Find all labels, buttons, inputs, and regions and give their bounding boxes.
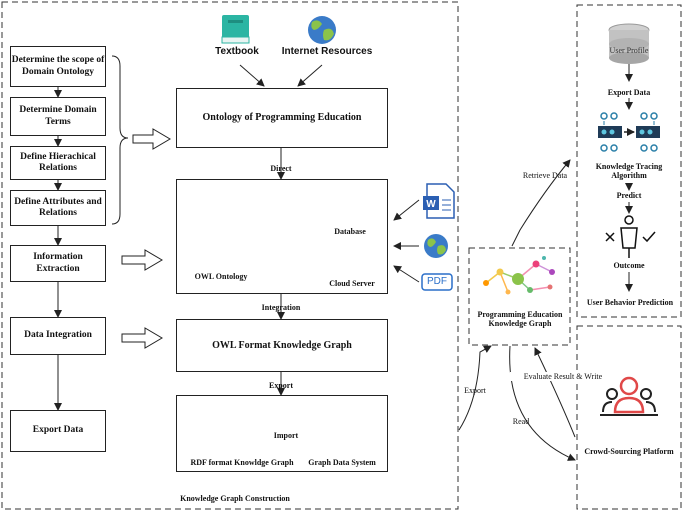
sources-box (176, 179, 388, 294)
step-export-label: Export Data (32, 425, 84, 436)
internet-label: Internet Resources (281, 46, 373, 57)
step-terms-label: Determine Domain Terms (19, 105, 97, 127)
step-attributes-label: Define Attributes and Relations (14, 196, 102, 218)
curve-retrieve (511, 159, 571, 247)
retrieve-label: Retrieve Data (522, 171, 568, 180)
step-relations: Define Hierachical Relations (10, 146, 106, 180)
curve-evaluate (534, 347, 576, 438)
owl-kg-box: OWL Format Knowledge Graph (176, 319, 388, 372)
arrow-internet (297, 64, 323, 87)
steps-brace (111, 55, 129, 225)
step-extraction: Information Extraction (10, 245, 106, 282)
outcome-label: Outcome (613, 261, 645, 270)
pdf-label: PDF (427, 276, 447, 287)
svg-text:W: W (426, 199, 436, 210)
step-scope: Determine the scope of Domain Ontology (10, 46, 106, 87)
user-profile-label: User Profile (609, 46, 649, 55)
predict-label: Predict (606, 191, 652, 201)
footer-label: Knowledge Graph Construction (180, 494, 290, 503)
step-integration-label: Data Integration (24, 330, 92, 341)
globe-small-icon (424, 234, 448, 258)
textbook-label: Textbook (215, 46, 259, 57)
kg-label: Programming Education Knowledge Graph (477, 310, 563, 329)
user-profile-database-icon (608, 23, 650, 64)
globe-icon (308, 16, 336, 44)
hollow-arrow-extraction (121, 249, 163, 271)
knowledge-graph-network-icon (483, 256, 555, 295)
step-export: Export Data (10, 410, 106, 452)
step-integration: Data Integration (10, 317, 106, 355)
prediction-frame (576, 4, 682, 318)
json-label: JSON (262, 238, 290, 249)
owl-ontology-label: OWL Ontology (194, 272, 248, 281)
hollow-arrow-ontology (132, 128, 171, 150)
arrow-textbook (239, 64, 265, 87)
ontology-box: Ontology of Programming Education (176, 88, 388, 148)
outcome-person-icon (605, 215, 656, 258)
kg-construction-frame (1, 1, 459, 510)
direct-label: Direct (270, 164, 292, 173)
step-attributes: Define Attributes and Relations (10, 190, 106, 226)
database-label: Database (334, 227, 366, 236)
crowd-frame (576, 325, 682, 510)
crowd-label: Crowd-Sourcing Platform (584, 447, 674, 456)
step-terms: Determine Domain Terms (10, 97, 106, 136)
hollow-arrow-integration (121, 327, 163, 349)
prediction-label: User Behavior Prediction (586, 298, 674, 307)
arrow-word (393, 199, 420, 221)
kt-algorithm-label: Knowledge Tracing Algorithm (595, 162, 663, 181)
word-document-icon: W (423, 183, 455, 219)
pdf-icon (421, 273, 453, 291)
kg-center-frame (468, 247, 571, 346)
crowd-icon (600, 376, 658, 416)
arrow-pdf (393, 265, 420, 283)
center-export-label: Export (464, 386, 486, 395)
owl-kg-label: OWL Format Knowledge Graph (212, 339, 352, 351)
import-label: Import (268, 431, 304, 441)
graph-system-label: Graph Data System (308, 458, 376, 467)
right-export-data-label: Export Data (607, 88, 651, 97)
curve-read (509, 345, 576, 461)
integration-label: Integration (261, 303, 301, 312)
read-label: Read (512, 417, 530, 426)
rdf-label: RDF format Knowldge Graph (190, 458, 294, 467)
step-extraction-label: Information Extraction (33, 252, 83, 274)
evaluate-label: Evaluate Result & Write (510, 372, 616, 382)
ontology-label: Ontology of Programming Education (202, 112, 362, 123)
cloud-server-label: Cloud Server (329, 279, 375, 288)
step-scope-label: Determine the scope of Domain Ontology (11, 55, 105, 77)
curve-export (458, 345, 492, 431)
export-label: Export (269, 381, 293, 390)
step-relations-label: Define Hierachical Relations (20, 151, 96, 173)
knowledge-tracing-icon (598, 112, 660, 152)
book-icon (221, 15, 250, 44)
